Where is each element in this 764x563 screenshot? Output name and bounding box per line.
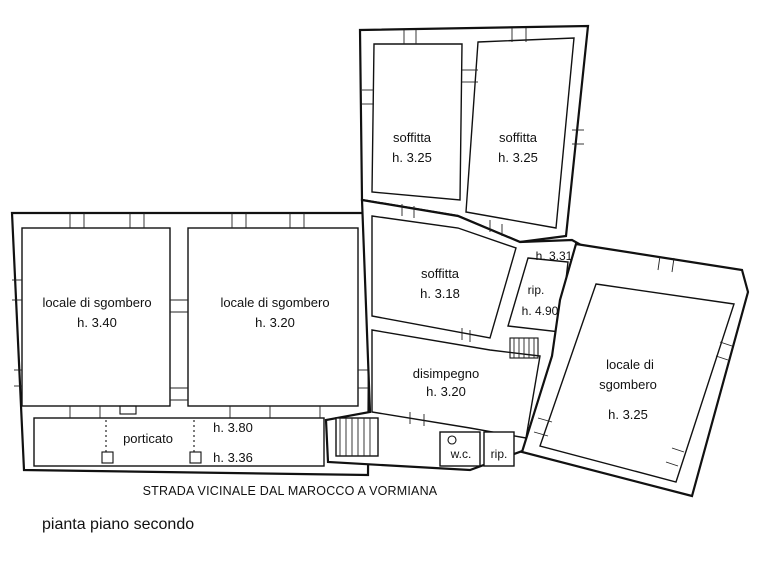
porticato-height-a: h. 3.80 xyxy=(213,420,253,435)
room-1-height: h. 3.40 xyxy=(77,315,117,330)
porticato-name: porticato xyxy=(123,431,173,446)
room-7-name-1: locale di xyxy=(606,357,654,372)
room-8-height: h. 3.20 xyxy=(426,384,466,399)
room-6-name: rip. xyxy=(528,283,545,297)
room-rip-2-name: rip. xyxy=(491,447,508,461)
room-6-height: h. 4.90 xyxy=(522,304,559,318)
room-5-name: soffitta xyxy=(421,266,460,281)
room-soffitta-2 xyxy=(465,37,575,229)
room-sgombero-2 xyxy=(187,227,359,407)
room-wc xyxy=(439,431,481,467)
room-4-name: soffitta xyxy=(499,130,538,145)
room-sgombero-1 xyxy=(21,227,171,407)
room-1-name: locale di sgombero xyxy=(42,295,151,310)
room-wc-name: w.c. xyxy=(450,447,472,461)
height-331: h. 3.31 xyxy=(536,249,573,263)
left-block xyxy=(10,211,372,477)
plan-caption: pianta piano secondo xyxy=(42,516,195,533)
room-8-name: disimpegno xyxy=(413,366,480,381)
room-7-name-2: sgombero xyxy=(599,377,657,392)
room-sgombero-3 xyxy=(539,283,735,483)
room-soffitta-1 xyxy=(371,43,463,201)
room-7-height: h. 3.25 xyxy=(608,407,648,422)
right-block xyxy=(520,242,750,498)
top-block xyxy=(358,24,590,244)
porticato-area xyxy=(33,417,325,467)
room-5-height: h. 3.18 xyxy=(420,286,460,301)
room-4-height: h. 3.25 xyxy=(498,150,538,165)
room-3-height: h. 3.25 xyxy=(392,150,432,165)
room-rip-2 xyxy=(483,431,515,467)
room-labels: locale di sgombero h. 3.40 locale di sgo… xyxy=(42,130,656,465)
room-3-name: soffitta xyxy=(393,130,432,145)
middle-block xyxy=(324,198,592,472)
room-soffitta-3 xyxy=(371,215,517,339)
street-label: STRADA VICINALE DAL MAROCCO A VORMIANA xyxy=(143,484,438,498)
room-2-name: locale di sgombero xyxy=(220,295,329,310)
porticato-height-b: h. 3.36 xyxy=(213,450,253,465)
staircase xyxy=(335,417,379,457)
room-2-height: h. 3.20 xyxy=(255,315,295,330)
